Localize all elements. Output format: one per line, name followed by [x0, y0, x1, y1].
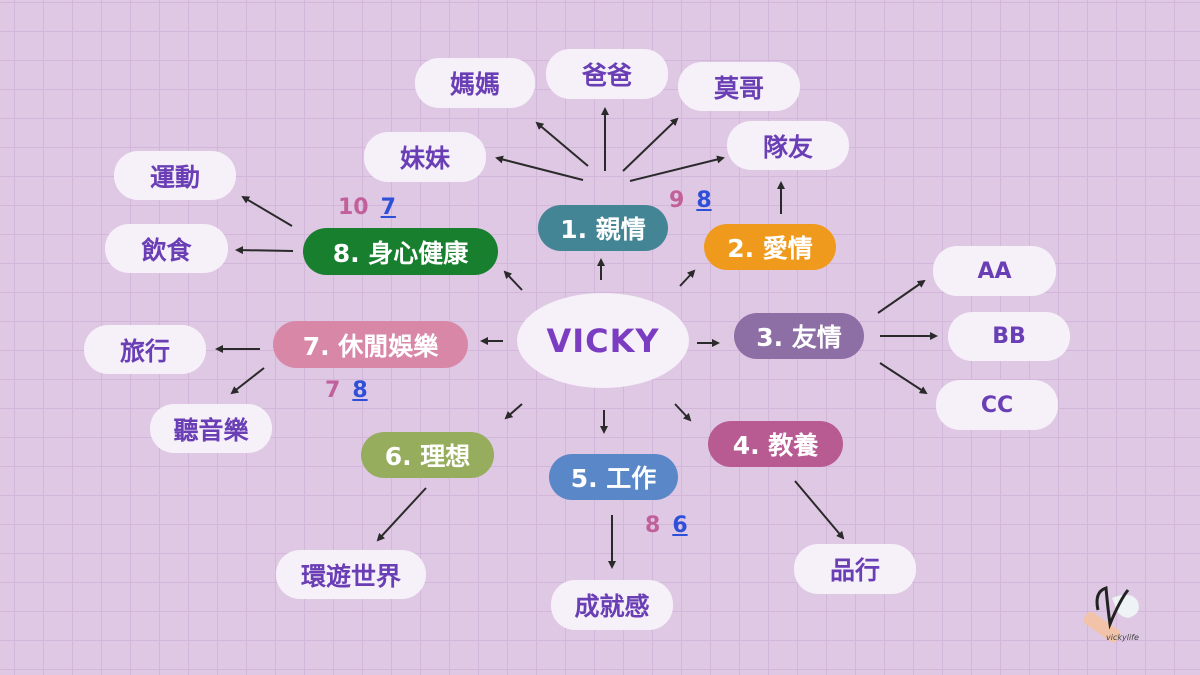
leaf-diet: 飲食 — [105, 224, 228, 273]
score-b: 7 — [380, 195, 396, 220]
leaf-baba: 爸爸 — [546, 49, 668, 99]
category-health: 8. 身心健康 — [303, 228, 498, 275]
vickylife-logo: vickylife — [1083, 585, 1139, 643]
category-ideals: 6. 理想 — [361, 432, 494, 478]
category-love: 2. 愛情 — [704, 224, 836, 270]
leaf-exercise: 運動 — [114, 151, 236, 200]
score-a: 9 — [669, 188, 685, 213]
leaf-music: 聽音樂 — [150, 404, 272, 453]
category-family: 1. 親情 — [538, 205, 668, 251]
leaf-achievement: 成就感 — [551, 580, 673, 630]
svg-text:vickylife: vickylife — [1106, 633, 1139, 642]
leaf-aa: AA — [933, 246, 1056, 296]
leaf-world-travel: 環遊世界 — [276, 550, 426, 599]
score-a: 7 — [325, 378, 341, 403]
category-friendship: 3. 友情 — [734, 313, 864, 359]
score-a: 10 — [338, 195, 369, 220]
leaf-duiyou: 隊友 — [727, 121, 849, 170]
leaf-meimei: 妹妹 — [364, 132, 486, 182]
leaf-moge: 莫哥 — [678, 62, 800, 111]
leaf-mama: 媽媽 — [415, 58, 535, 108]
category-upbringing: 4. 教養 — [708, 421, 843, 467]
score-b: 8 — [696, 188, 712, 213]
center-node-vicky: VICKY — [517, 293, 689, 388]
category-work: 5. 工作 — [549, 454, 678, 500]
leaf-conduct: 品行 — [794, 544, 916, 594]
score-b: 8 — [352, 378, 368, 403]
category-leisure: 7. 休閒娛樂 — [273, 321, 468, 368]
leaf-travel: 旅行 — [84, 325, 206, 374]
score-a: 8 — [645, 513, 661, 538]
score-health: 10 7 — [338, 195, 396, 220]
leaf-bb: BB — [948, 312, 1070, 361]
leaf-cc: CC — [936, 380, 1058, 430]
score-b: 6 — [672, 513, 688, 538]
